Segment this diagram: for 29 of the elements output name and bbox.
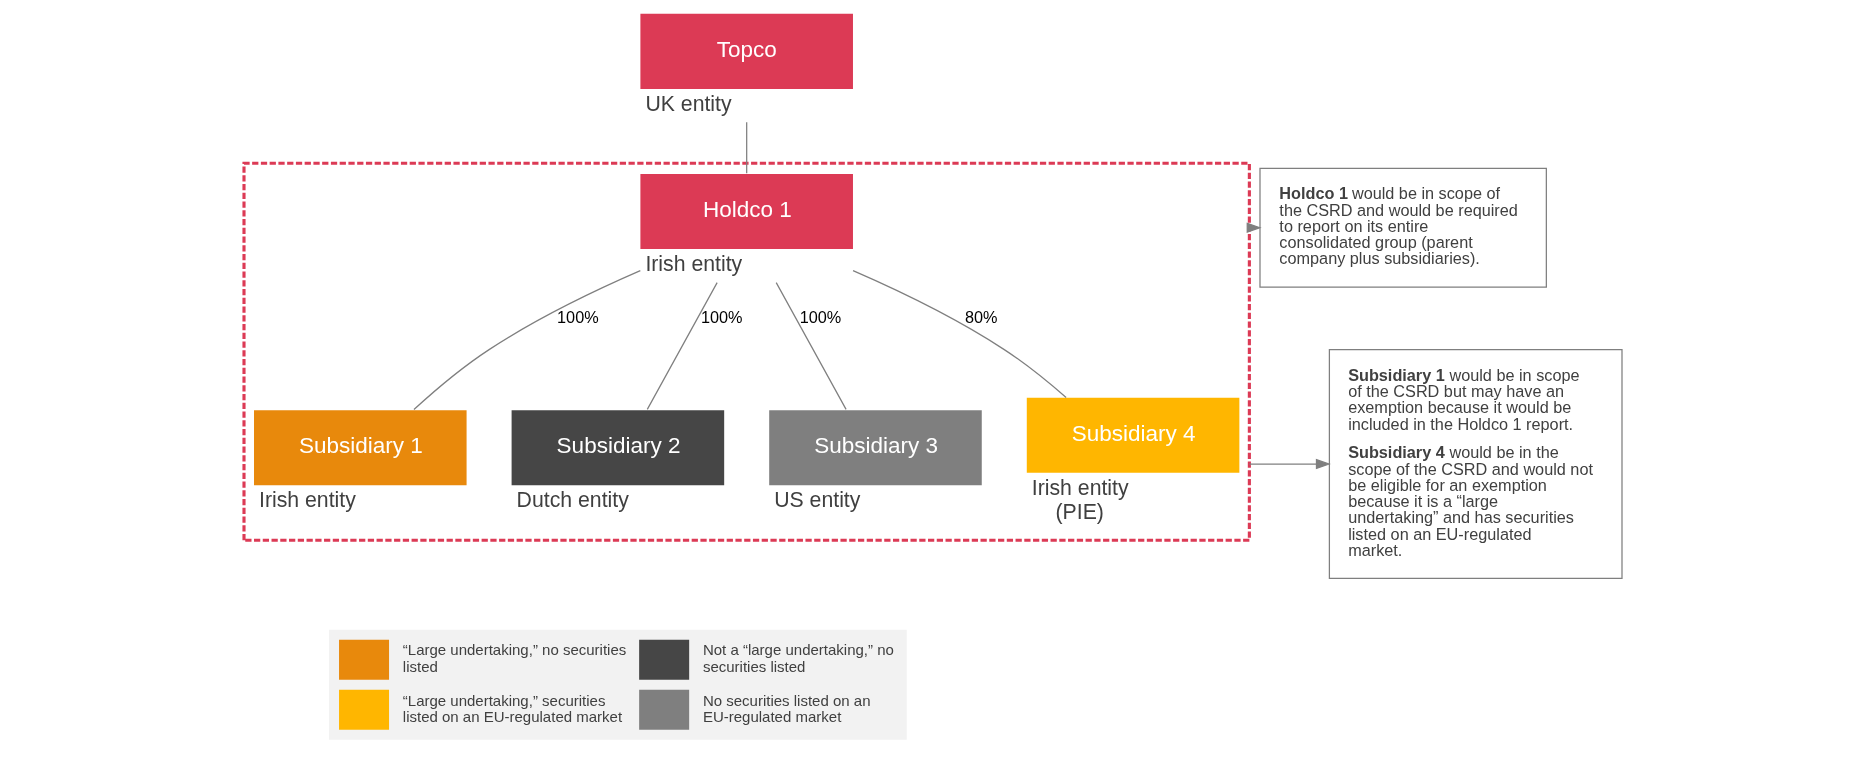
node-label: Irish entity (644, 251, 742, 276)
node-label: Irish entity (258, 488, 356, 513)
node-box: Topco (639, 13, 853, 89)
node-box: Holdco 1 would be in scope of the CSRD and would be required to report on its entire consolidated group (parent company plus subsidiaries). (1258, 167, 1547, 288)
node-box: Subsidiary 1 (253, 410, 467, 486)
node-box: Subsidiary 1 would be in scope of the CSRD but may have an exemption because it would be included in the Holdco 1 report. Subsidiary 4 would be in the scope of the CSRD and would not be eligible for an exemption because it is a “large undertaking” and has securities listed on an EU-regulated market. (1328, 349, 1623, 580)
connector (745, 121, 747, 174)
node-box: Holdco 1 (639, 173, 853, 249)
node-box: Subsidiary 4 (1026, 397, 1239, 473)
node-label: Dutch entity (516, 488, 629, 513)
edge-label: 80% (964, 307, 997, 326)
edge-label: 100% (700, 307, 742, 326)
node-label: Irish entity (PIE) (1031, 475, 1129, 524)
arrow (1248, 458, 1331, 470)
legend-label: “Large undertaking,” securities listed on an EU-regulated market (402, 691, 622, 725)
edge-label: 100% (799, 307, 841, 326)
edge-label: 100% (556, 307, 599, 326)
legend-label: “Large undertaking,” no securities listed (402, 641, 626, 675)
cluster (241, 161, 1251, 542)
connector (851, 270, 1067, 399)
connector (775, 281, 847, 410)
node-label: UK entity (644, 91, 732, 116)
node-label: US entity (773, 488, 860, 513)
node-box: Subsidiary 2 (511, 410, 724, 486)
legend-label: No securities listed on an EU-regulated market (702, 691, 871, 725)
connector (412, 270, 641, 411)
connector (646, 281, 718, 410)
legend-label: Not a “large undertaking,” no securities listed (702, 641, 894, 675)
node-box: Subsidiary 3 (768, 410, 982, 486)
